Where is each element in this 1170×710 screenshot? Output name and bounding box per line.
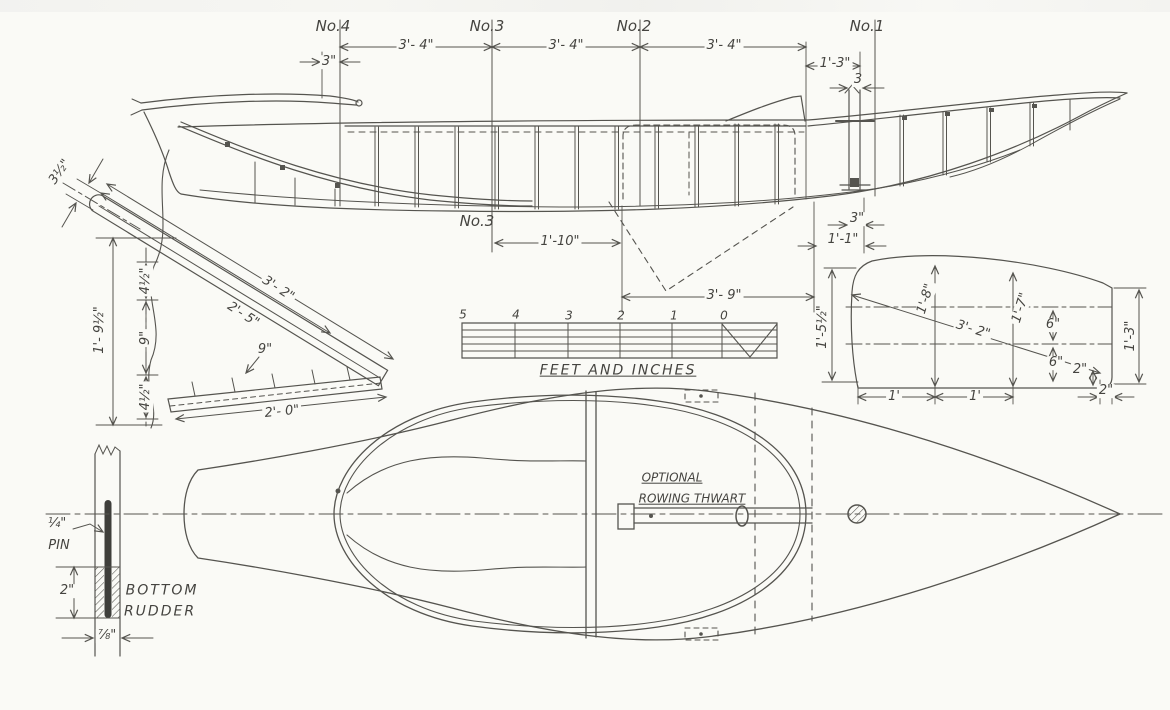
- pin-title-line1: BOTTOM: [125, 582, 199, 599]
- scale-tick-1: 1: [670, 308, 678, 323]
- dim-rudder-bottom-1: 1': [886, 389, 902, 405]
- scale-bar: [461, 322, 778, 359]
- dim-bow-panel: 1'-3": [817, 56, 853, 72]
- station-label-no4: No.4: [315, 17, 351, 36]
- steering-board-detail: [61, 149, 395, 431]
- station-lines: [339, 19, 876, 253]
- dim-tip-offset: 9": [257, 342, 273, 358]
- dim-seg-bottom: 4½": [138, 381, 154, 413]
- dim-rudder-right-height: 1'-3": [1123, 318, 1139, 354]
- scale-tick-0: 0: [720, 308, 728, 323]
- scale-tick-4: 4: [512, 307, 520, 322]
- station-label-no3: No.3: [469, 17, 505, 36]
- station-label-no2: No.2: [616, 17, 652, 36]
- dim-bay-2: 3'- 4": [546, 38, 586, 54]
- dim-overall-height: 1'- 9½": [92, 304, 108, 356]
- board-bracket-bottom: [684, 627, 719, 641]
- scale-caption: FEET AND INCHES: [539, 362, 697, 379]
- pin-slot-width-label: ⅞": [95, 628, 119, 644]
- dim-mast-to-frame: 1'-1": [825, 232, 861, 248]
- dim-rudder-diag-tip: 2": [1070, 362, 1090, 378]
- station-label-no1: No.1: [849, 17, 885, 36]
- cockpit-coaming: [333, 394, 807, 634]
- dim-rudder-six-lower: 6": [1046, 355, 1066, 371]
- station-label-no3-lower: No.3: [459, 212, 495, 231]
- dim-rudder-bottom-2: 1': [967, 389, 983, 405]
- dim-rudder-bottom-3: 2": [1096, 383, 1116, 399]
- board-bracket-top: [684, 389, 719, 403]
- dim-bay-1: 3'- 4": [396, 38, 436, 54]
- scale-tick-3: 3: [565, 308, 573, 323]
- dim-cockpit-to-no3: 1'-10": [538, 234, 582, 250]
- dim-mast-width-bottom: 3": [847, 211, 867, 227]
- bottom-rudder-pin-detail: [55, 443, 154, 657]
- pin-depth-label: 2": [57, 583, 77, 599]
- dim-board-span: 3'- 9": [704, 288, 744, 304]
- board-blade: [88, 194, 389, 387]
- thwart-note-line1: OPTIONAL: [641, 470, 703, 485]
- cockpit-outline-dashed: [622, 124, 796, 200]
- pin-dia-label: ¼": [47, 516, 67, 532]
- scale-tick-2: 2: [617, 308, 625, 323]
- hull-sheer-line: [177, 91, 1128, 128]
- thwart-note-line2: ROWING THWART: [638, 491, 746, 506]
- rowing-thwart: [633, 507, 813, 524]
- scale-tick-5: 5: [459, 307, 467, 322]
- dim-mast-width-top: 3: [851, 72, 865, 88]
- hull-frames: [374, 123, 779, 210]
- pin-title-line2: RUDDER: [123, 603, 197, 620]
- keel-line: [180, 92, 1128, 213]
- dim-seg-mid: 9": [138, 328, 154, 348]
- oarlock: [735, 505, 749, 527]
- board-profile-dashed: [608, 201, 794, 292]
- pin-word-label: PIN: [48, 538, 70, 554]
- dim-rudder-six-upper: 6": [1043, 317, 1063, 333]
- stern-horn: [140, 93, 359, 111]
- mast: [848, 89, 861, 190]
- rudder-pin: [104, 500, 112, 618]
- mast-hole: [847, 504, 867, 524]
- dim-bay-3: 3'- 4": [704, 38, 744, 54]
- plan-hull-outline: [183, 387, 1122, 641]
- plan-view: [45, 387, 1163, 641]
- bulkhead: [585, 390, 597, 639]
- dim-stern-overhang: 3": [319, 54, 339, 70]
- side-elevation-view: [130, 19, 1128, 313]
- scan-artifact-band: [0, 0, 1170, 12]
- board-base: [167, 376, 383, 413]
- dim-rudder-left-height: 1'-5½": [815, 303, 831, 351]
- dim-seg-top: 4½": [138, 265, 154, 297]
- thwart-end-cap: [617, 503, 635, 530]
